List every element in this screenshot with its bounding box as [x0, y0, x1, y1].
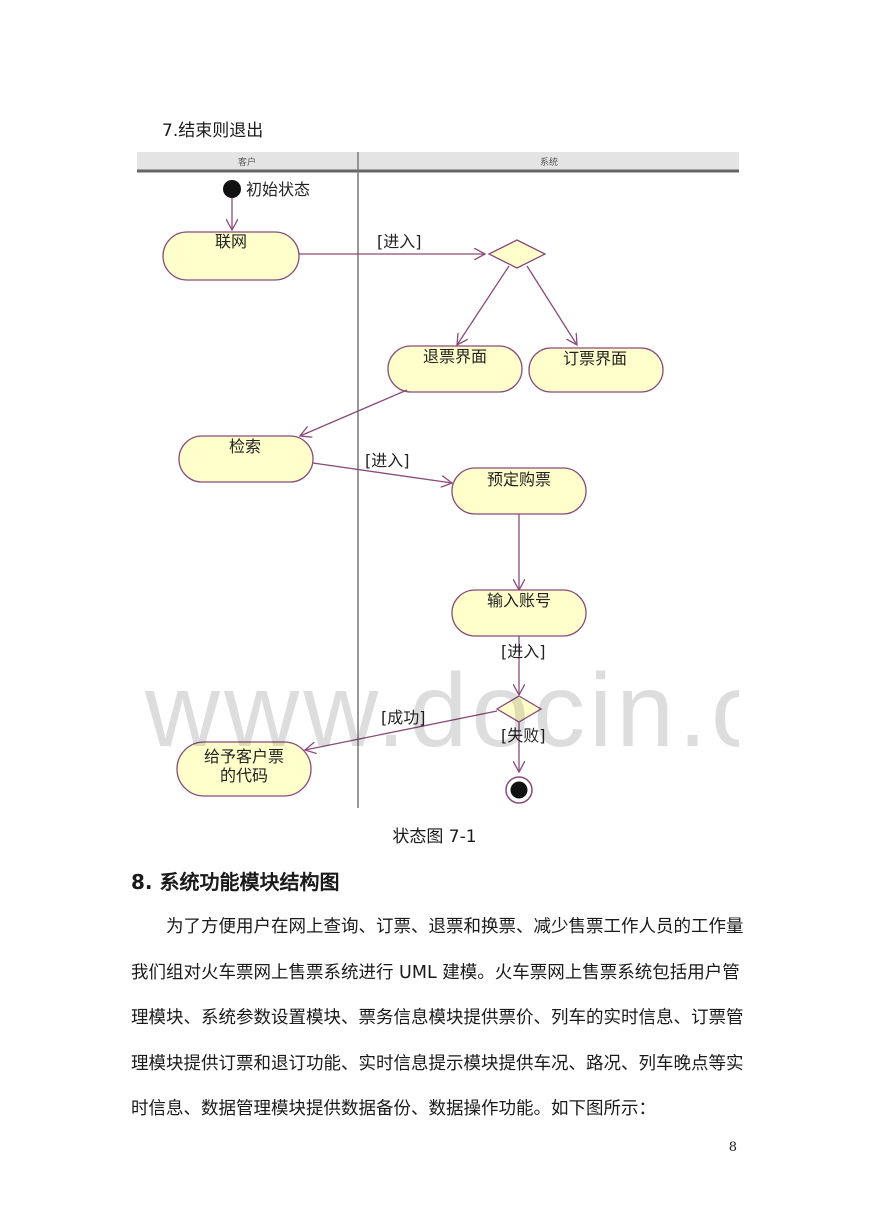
guard-enter-2: [进入]: [365, 451, 410, 470]
state-yuding-label: 预定购票: [487, 470, 551, 489]
paragraph-line: 理模块、系统参数设置模块、票务信息模块提供票价、列车的实时信息、订票管: [131, 1008, 744, 1028]
lane-header: [137, 152, 739, 170]
state-tuipiao: [387, 345, 523, 393]
state-jiyu-label-2: 的代码: [220, 766, 268, 785]
page-number: 8: [728, 1140, 737, 1155]
body-paragraph: 为了方便用户在网上查询、订票、退票和换票、减少售票工作人员的工作量 我们组对火车…: [131, 905, 744, 1133]
state-shuru-label: 输入账号: [487, 591, 551, 610]
guard-success: [成功]: [381, 708, 426, 727]
guard-enter-3: [进入]: [501, 642, 546, 661]
state-diagram: 客户 系统 初始状态 联网 [进入] 退票界面 订票界面 检索 [进入] 预定购…: [137, 152, 739, 808]
figure-caption: 状态图 7-1: [392, 827, 477, 847]
initial-state: [223, 180, 241, 198]
state-lianwang-label: 联网: [215, 232, 247, 251]
lane-system: 系统: [540, 156, 558, 168]
guard-enter-1: [进入]: [377, 232, 422, 251]
paragraph-line: 为了方便用户在网上查询、订票、退票和换票、减少售票工作人员的工作量: [166, 917, 744, 937]
state-dingpiao: [528, 347, 664, 393]
state-jiyu-label-1: 给予客户票: [204, 747, 284, 766]
paragraph-line: 我们组对火车票网上售票系统进行 UML 建模。火车票网上售票系统包括用户管: [131, 962, 740, 983]
state-jiansuo: [178, 435, 314, 483]
paragraph-line: 理模块提供订票和退订功能、实时信息提示模块提供车况、路况、列车晚点等实: [131, 1053, 744, 1074]
state-jiyu: [176, 741, 312, 797]
initial-state-label: 初始状态: [246, 180, 310, 199]
step-heading: 7.结束则退出: [162, 121, 264, 141]
state-dingpiao-label: 订票界面: [563, 349, 627, 368]
state-jiansuo-label: 检索: [229, 437, 261, 456]
guard-fail: [失败]: [501, 726, 546, 745]
section-title: 8. 系统功能模块结构图: [131, 870, 340, 894]
state-lianwang: [162, 231, 300, 281]
paragraph-line: 时信息、数据管理模块提供数据备份、数据操作功能。如下图所示：: [131, 1099, 656, 1119]
state-tuipiao-label: 退票界面: [423, 347, 487, 366]
decision-2: [495, 695, 543, 723]
lane-customer: 客户: [238, 156, 256, 168]
decision-1: [487, 239, 547, 269]
